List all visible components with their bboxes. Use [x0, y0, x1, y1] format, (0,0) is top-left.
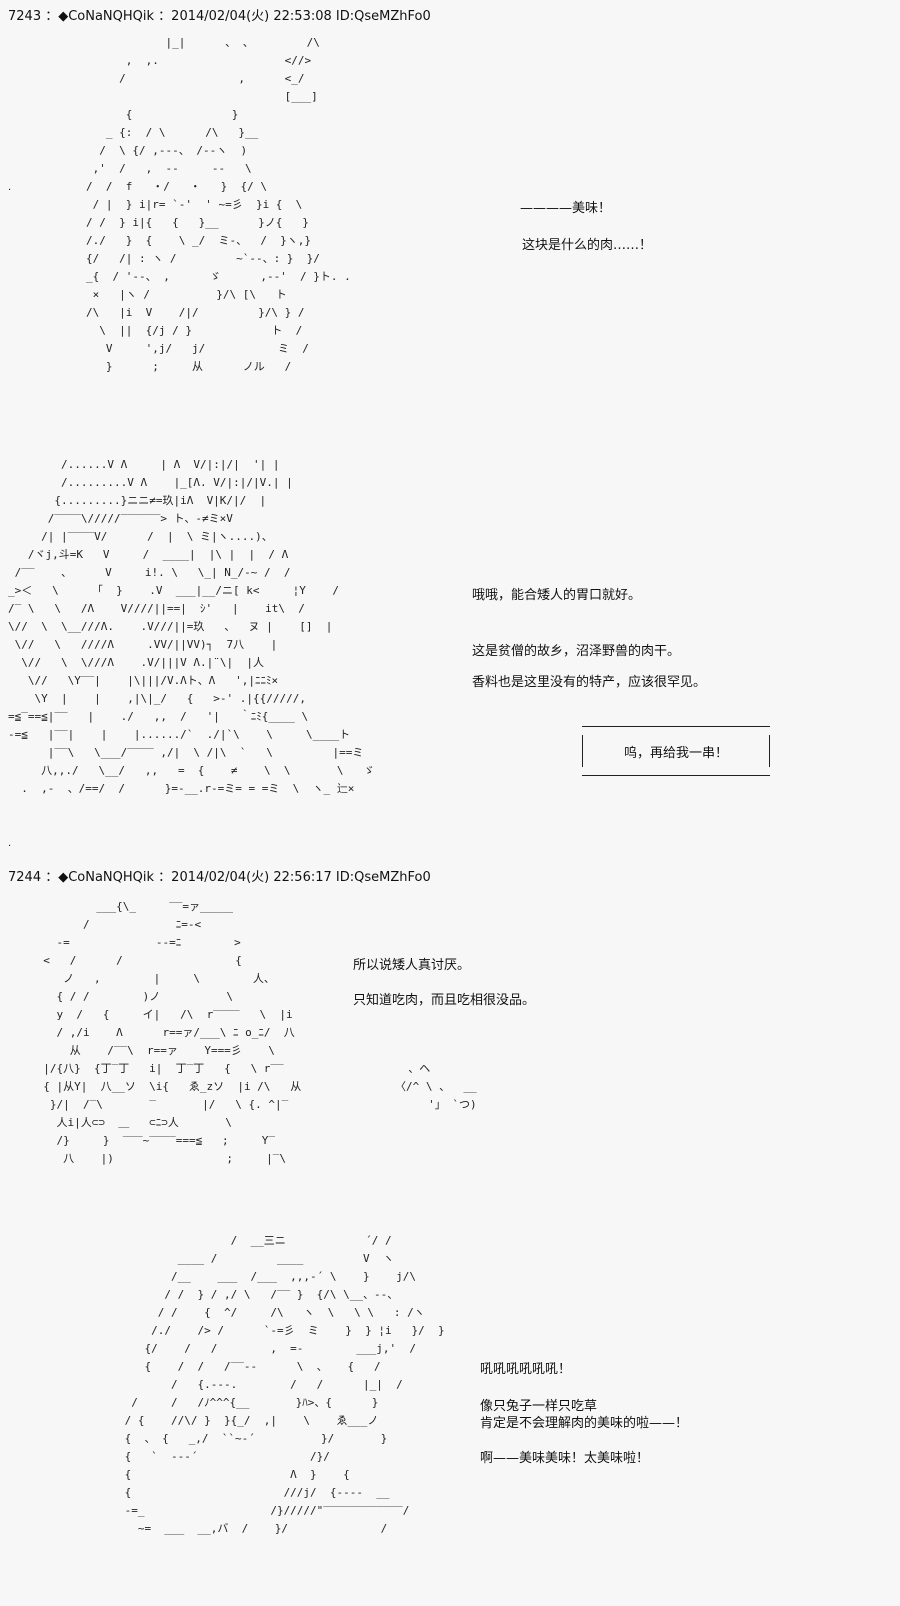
speech-bubble-text: 呜，再给我一串！	[623, 745, 728, 761]
dialogue-line: 这是贫僧的故乡，沼泽野兽的肉干。	[472, 644, 681, 659]
dialogue-line: 这块是什么的肉……！	[522, 238, 653, 253]
post-header-7243: 7243 ：◆CoNaNQHQik ：2014/02/04(火) 22:53:0…	[8, 9, 431, 24]
dialogue-line: 吼吼吼吼吼吼！	[480, 1362, 572, 1377]
ascii-art-eating-1: |_| 、 、 /\ , ,. <//> / , <_/ [___] { } _…	[86, 36, 351, 373]
post-header-7244: 7244 ：◆CoNaNQHQik ：2014/02/04(火) 22:56:1…	[8, 870, 431, 885]
separator-dot: .	[8, 838, 12, 849]
dialogue-line: ————美味！	[520, 201, 612, 216]
dialogue-line: 肯定是不会理解肉的美味的啦——！	[480, 1416, 689, 1431]
dialogue-line: 像只兔子一样只吃草	[480, 1399, 598, 1414]
dialogue-line: 所以说矮人真讨厌。	[353, 958, 471, 973]
speech-bubble: 呜，再给我一串！	[582, 726, 770, 776]
dialogue-line: 啊——美味美味！太美味啦！	[480, 1451, 650, 1466]
ascii-art-monk-scene: /......V Λ | Λ V/|:|/| '| | /.........V …	[8, 458, 375, 795]
dialogue-line: 哦哦，能合矮人的胃口就好。	[472, 588, 642, 603]
dialogue-line: 只知道吃肉，而且吃相很没品。	[353, 993, 536, 1008]
dialogue-line: 香料也是这里没有的特产，应该很罕见。	[472, 675, 707, 690]
ascii-art-elf-annoyed: ___{\_ ‾‾=ァ_____ / ﾆ=-< -= -‐=ﾆ > < / / …	[43, 900, 302, 1165]
ascii-art-eating-2: / __三ニ ´/ / ____ / ____ V ヽ /__ ___ /___…	[124, 1234, 445, 1535]
separator-dot: .	[8, 182, 12, 193]
ascii-art-sigh-mark: 、ヘ 〈/^ \ 、 __ '」 `つ)	[395, 1062, 477, 1111]
